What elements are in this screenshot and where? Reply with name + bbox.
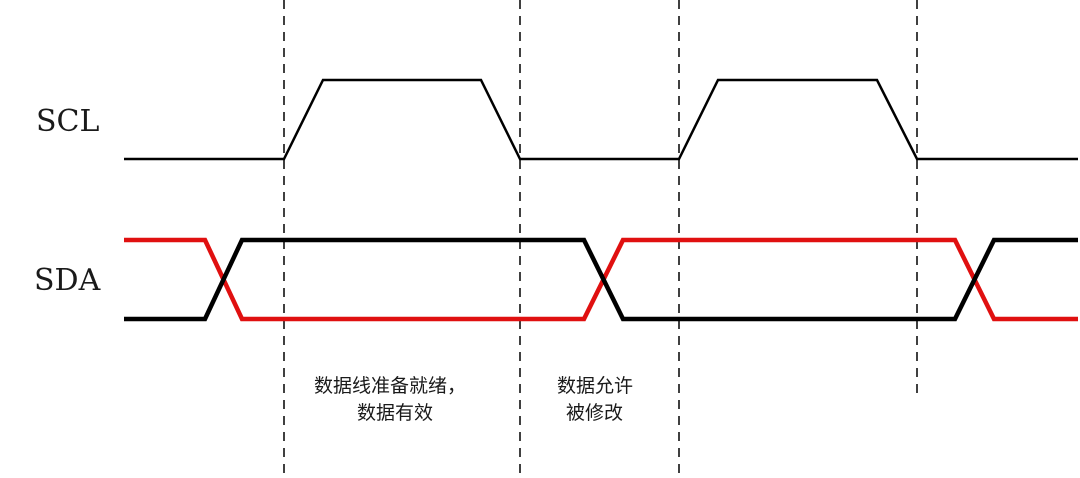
data-change-note-line1: 数据允许: [557, 375, 633, 397]
data-change-note-line2: 被修改: [566, 402, 623, 424]
sda-label: SDA: [34, 263, 101, 298]
sda-waveform-black: [124, 237, 1078, 322]
scl-label: SCL: [36, 104, 100, 139]
data-ready-note-line1: 数据线准备就绪，: [314, 375, 466, 397]
guide-lines: [283, 0, 918, 478]
scl-waveform: [124, 78, 1078, 161]
data-ready-note-line2: 数据有效: [357, 402, 433, 424]
